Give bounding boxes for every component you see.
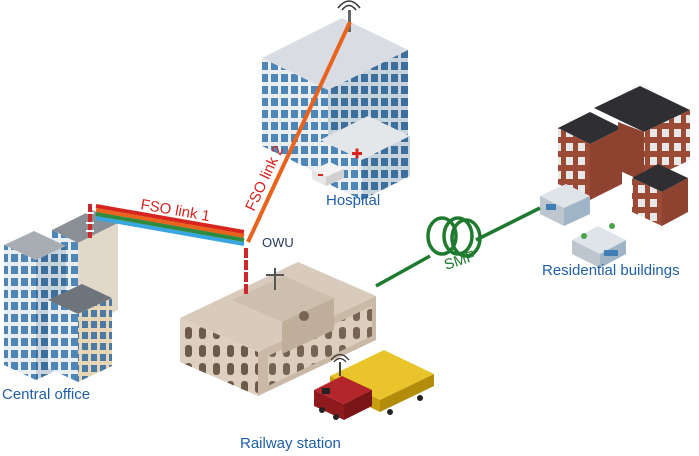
ambulance [312, 162, 344, 186]
central-office-antenna-icon [86, 204, 94, 238]
fso-link-1-beam [95, 204, 245, 246]
central-office-building [4, 204, 118, 382]
smf-fiber-link [375, 206, 541, 288]
fso-link-2-beam [246, 21, 352, 243]
hospital-building [262, 0, 410, 200]
owu-antenna-icon [242, 248, 250, 294]
residential-buildings-label: Residential buildings [542, 262, 680, 279]
owu-label: OWU [262, 235, 294, 250]
central-office-label: Central office [2, 386, 90, 403]
station-roof-antenna-icon [266, 268, 284, 290]
railway-station-building [180, 248, 376, 396]
hospital-label: Hospital [326, 192, 380, 209]
train-antenna-icon [330, 353, 350, 376]
fiber-coil-icon [426, 216, 482, 258]
train [314, 350, 434, 420]
hospital-antenna-icon [337, 0, 361, 32]
residential-buildings [540, 86, 690, 268]
railway-station-label: Railway station [240, 435, 341, 452]
